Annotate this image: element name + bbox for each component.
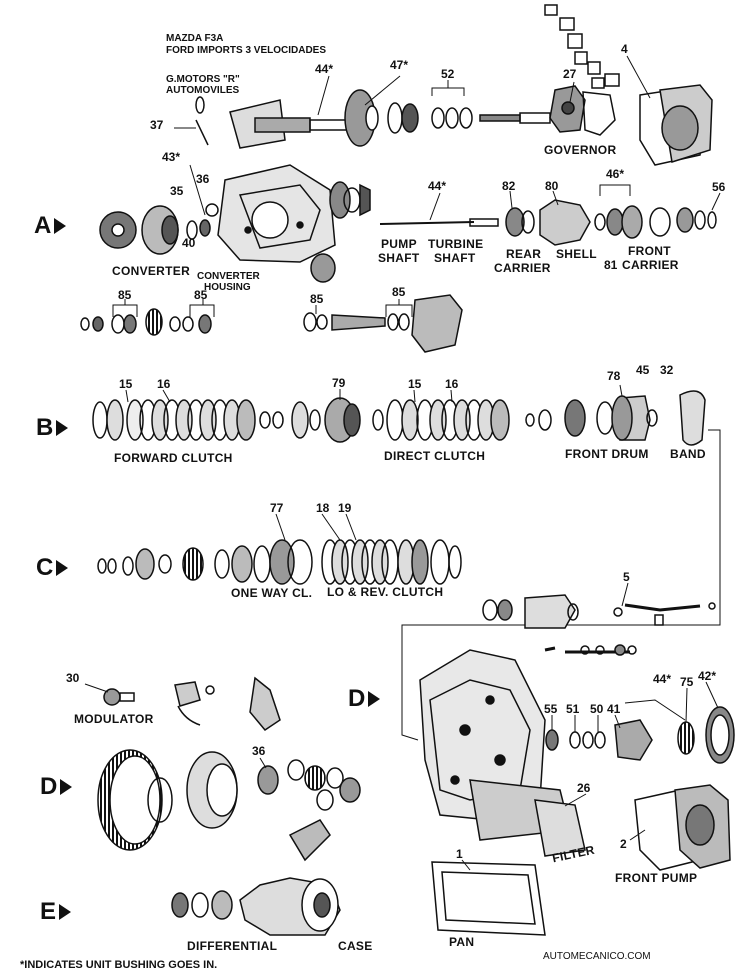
label-band: BAND xyxy=(670,447,706,461)
ref-30: 30 xyxy=(66,671,80,685)
ref-43: 43* xyxy=(162,150,181,164)
label-converter-housing-1: CONVERTER xyxy=(197,271,260,282)
ref-56: 56 xyxy=(712,180,726,194)
ref-40: 40 xyxy=(182,236,196,250)
ref-44-mid: 44* xyxy=(428,179,447,193)
ref-35: 35 xyxy=(170,184,184,198)
ref-85-b: 85 xyxy=(194,288,208,302)
label-rear-carrier-2: CARRIER xyxy=(494,261,551,275)
arrow-right-icon xyxy=(59,904,72,920)
label-case: CASE xyxy=(338,939,373,953)
ref-47: 47* xyxy=(390,58,409,72)
row-d-left-parts xyxy=(97,676,361,862)
ref-79: 79 xyxy=(332,376,346,390)
ref-36-b: 36 xyxy=(252,744,266,758)
ref-85-a: 85 xyxy=(118,288,132,302)
label-forward-clutch: FORWARD CLUTCH xyxy=(114,451,233,465)
ref-4: 4 xyxy=(621,42,628,56)
ref-44-top: 44* xyxy=(315,62,334,76)
label-governor: GOVERNOR xyxy=(544,143,617,157)
ref-16-b: 16 xyxy=(445,377,459,391)
ref-36-a: 36 xyxy=(196,172,210,186)
ref-50: 50 xyxy=(590,702,604,716)
ref-2: 2 xyxy=(620,837,627,851)
ref-85-c: 85 xyxy=(310,292,324,306)
header-line-2: FORD IMPORTS 3 VELOCIDADES xyxy=(166,45,327,56)
row-label-b: B xyxy=(36,414,69,442)
label-turbine-shaft-1: TURBINE xyxy=(428,237,484,251)
arrow-right-icon xyxy=(56,420,69,436)
header-line-4: AUTOMOVILES xyxy=(166,85,240,96)
ref-1: 1 xyxy=(456,847,463,861)
ref-15-a: 15 xyxy=(119,377,133,391)
ref-52: 52 xyxy=(441,67,455,81)
output-shaft-assembly xyxy=(229,84,713,166)
ref-82: 82 xyxy=(502,179,516,193)
arrow-right-icon xyxy=(368,691,381,707)
leader-lines xyxy=(84,55,721,871)
label-direct-clutch: DIRECT CLUTCH xyxy=(384,449,486,463)
ref-16-a: 16 xyxy=(157,377,171,391)
ref-55: 55 xyxy=(544,702,558,716)
ref-41: 41 xyxy=(607,702,621,716)
row-label-d-right: D xyxy=(348,685,381,713)
transmission-case xyxy=(419,649,735,936)
row-label-a: A xyxy=(34,212,67,240)
ref-32: 32 xyxy=(660,363,674,377)
label-front-drum: FRONT DRUM xyxy=(565,447,649,461)
label-front-carrier-2: CARRIER xyxy=(622,258,679,272)
label-turbine-shaft-2: SHAFT xyxy=(434,251,476,265)
credit-watermark: AUTOMECANICO.COM xyxy=(543,951,651,962)
ref-44-low: 44* xyxy=(653,672,672,686)
ref-46: 46* xyxy=(606,167,625,181)
ref-42: 42* xyxy=(698,669,717,683)
label-differential: DIFFERENTIAL xyxy=(187,939,278,953)
label-pump-shaft-1: PUMP xyxy=(381,237,417,251)
label-one-way-clutch: ONE WAY CL. xyxy=(231,586,313,600)
row-label-e: E xyxy=(40,898,72,926)
governor-parts xyxy=(544,4,620,136)
label-converter-housing-2: HOUSING xyxy=(204,282,251,293)
row-e-parts xyxy=(171,877,341,936)
label-front-carrier-1: FRONT xyxy=(628,244,671,258)
row-label-d-left: D xyxy=(40,773,73,801)
ref-78: 78 xyxy=(607,369,621,383)
header-line-3: G.MOTORS "R" xyxy=(166,74,240,85)
arrow-right-icon xyxy=(60,779,73,795)
ref-85-d: 85 xyxy=(392,285,406,299)
arrow-right-icon xyxy=(56,560,69,576)
label-converter: CONVERTER xyxy=(112,264,191,278)
row-a-parts xyxy=(99,96,717,283)
ref-51: 51 xyxy=(566,702,580,716)
ref-19: 19 xyxy=(338,501,352,515)
ref-5: 5 xyxy=(623,570,630,584)
ref-26: 26 xyxy=(577,781,591,795)
label-modulator: MODULATOR xyxy=(74,712,154,726)
ref-77: 77 xyxy=(270,501,284,515)
row-c-parts xyxy=(97,539,462,585)
ref-15-b: 15 xyxy=(408,377,422,391)
label-shell: SHELL xyxy=(556,247,597,261)
bearing-85-parts xyxy=(80,294,463,353)
label-lo-rev-clutch: LO & REV. CLUTCH xyxy=(327,585,444,599)
ref-18: 18 xyxy=(316,501,330,515)
ref-27: 27 xyxy=(563,67,577,81)
ref-37: 37 xyxy=(150,118,164,132)
label-pan: PAN xyxy=(449,935,475,949)
header-line-1: MAZDA F3A xyxy=(166,33,224,44)
ref-45: 45 xyxy=(636,363,650,377)
valve-body-parts xyxy=(482,594,716,656)
ref-80: 80 xyxy=(545,179,559,193)
label-front-pump: FRONT PUMP xyxy=(615,871,698,885)
footnote-unit-bushing: *INDICATES UNIT BUSHING GOES IN. xyxy=(20,959,218,971)
ref-81: 81 xyxy=(604,258,618,272)
row-label-c: C xyxy=(36,554,69,582)
row-b-clutch-discs xyxy=(92,390,706,446)
arrow-right-icon xyxy=(54,218,67,234)
ref-75: 75 xyxy=(680,675,694,689)
label-pump-shaft-2: SHAFT xyxy=(378,251,420,265)
label-rear-carrier-1: REAR xyxy=(506,247,542,261)
